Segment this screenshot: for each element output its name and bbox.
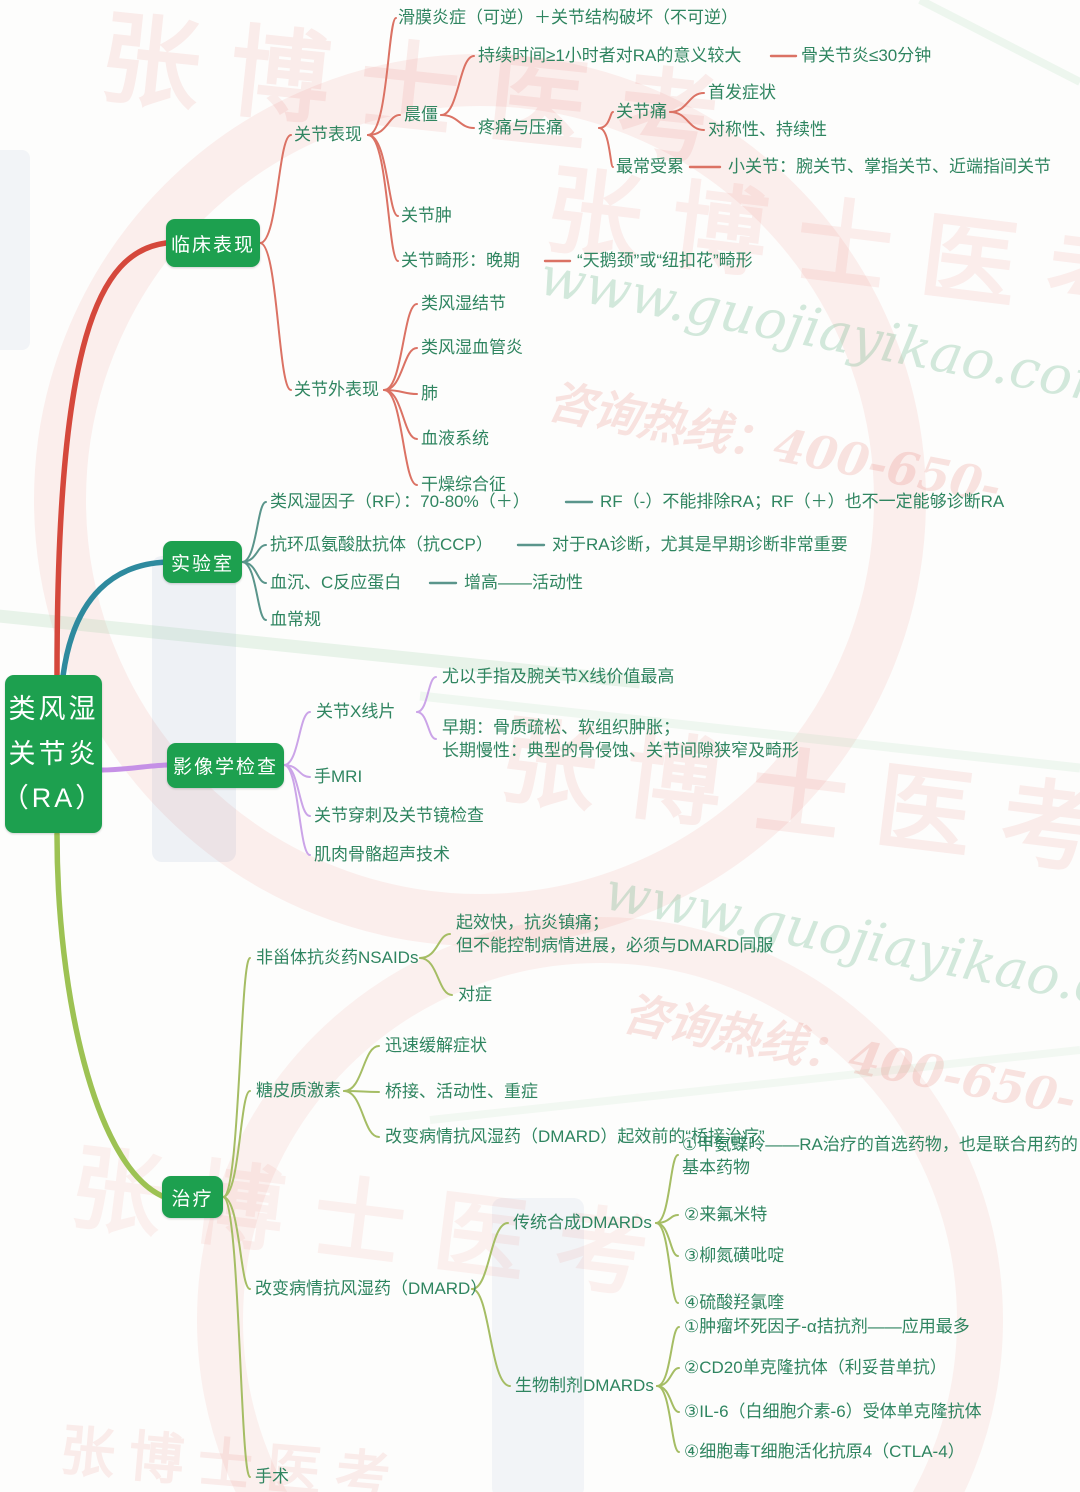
node-hand-mri[interactable]: 手MRI (314, 766, 363, 786)
node-arthrocentesis[interactable]: 关节穿刺及关节镜检查 (314, 805, 484, 825)
node-lung[interactable]: 肺 (421, 383, 438, 403)
node-esr-crp[interactable]: 血沉、C反应蛋白 (270, 572, 402, 592)
branch-lab[interactable]: 实验室 (163, 541, 242, 583)
node-xray[interactable]: 关节X线片 (316, 701, 396, 721)
node-joint-deformity[interactable]: 关节畸形：晚期 (401, 250, 520, 270)
node-stiffness-duration[interactable]: 持续时间≥1小时者对RA的意义较大 (478, 45, 742, 65)
node-rheumatoid-vasculitis[interactable]: 类风湿血管炎 (421, 337, 523, 357)
node-small-joints-note[interactable]: 小关节：腕关节、掌指关节、近端指间关节 (728, 156, 1051, 176)
node-anti-ccp[interactable]: 抗环瓜氨酸肽抗体（抗CCP） (270, 534, 493, 554)
nsaids-effect-line2: 但不能控制病情进展，必须与DMARD同服 (456, 935, 774, 955)
node-xray-value[interactable]: 尤以手指及腕关节X线价值最高 (442, 666, 675, 686)
node-steroid-bridge-therapy[interactable]: 改变病情抗风湿药（DMARD）起效前的“桥接治疗” (385, 1126, 765, 1146)
xray-early-finding: 早期：骨质疏松、软组织肿胀； (442, 718, 680, 737)
node-biologic-dmards[interactable]: 生物制剂DMARDs (515, 1375, 654, 1395)
node-sulfasalazine[interactable]: ③柳氮磺吡啶 (684, 1245, 785, 1265)
node-xray-findings[interactable]: 早期：骨质疏松、软组织肿胀； 长期慢性：典型的骨侵蚀、关节间隙狭窄及畸形 (442, 717, 872, 763)
node-hydroxychloroquine[interactable]: ④硫酸羟氯喹 (684, 1292, 785, 1312)
node-deformity-note[interactable]: “天鹅颈”或“纽扣花”畸形 (577, 250, 753, 270)
branch-clinical[interactable]: 临床表现 (166, 219, 260, 267)
node-joint-manifestation[interactable]: 关节表现 (294, 124, 362, 144)
node-synovitis-pathology[interactable]: 滑膜炎症（可逆）＋关节结构破坏（不可逆） (398, 7, 738, 27)
node-rf[interactable]: 类风湿因子（RF）：70-80%（＋） (270, 491, 530, 511)
node-surgery[interactable]: 手术 (255, 1466, 289, 1486)
node-cd20-antibody[interactable]: ②CD20单克隆抗体（利妥昔单抗） (684, 1357, 947, 1377)
node-pain-tenderness[interactable]: 疼痛与压痛 (478, 117, 563, 137)
node-tnf-antagonist[interactable]: ①肿瘤坏死因子-α拮抗剂——应用最多 (684, 1316, 970, 1336)
root-line-1: 类风湿 (8, 694, 99, 725)
node-il6-antibody[interactable]: ③IL-6（白细胞介素-6）受体单克隆抗体 (684, 1401, 982, 1421)
node-dmard[interactable]: 改变病情抗风湿药（DMARD） (255, 1278, 488, 1298)
node-glucocorticoid[interactable]: 糖皮质激素 (256, 1080, 341, 1100)
node-rheumatoid-nodule[interactable]: 类风湿结节 (421, 293, 506, 313)
root-node[interactable]: 类风湿 关节炎 （RA） (2, 675, 102, 833)
node-leflunomide[interactable]: ②来氟米特 (684, 1204, 768, 1224)
node-esr-crp-note[interactable]: 增高——活动性 (464, 572, 583, 592)
node-ultrasound[interactable]: 肌肉骨骼超声技术 (314, 844, 450, 864)
node-first-symptom[interactable]: 首发症状 (708, 82, 776, 102)
node-symmetry-persistence[interactable]: 对称性、持续性 (708, 119, 827, 139)
node-cbc[interactable]: 血常规 (270, 609, 321, 629)
node-joint-swelling[interactable]: 关节肿 (401, 205, 452, 225)
node-anti-ccp-note[interactable]: 对于RA诊断，尤其是早期诊断非常重要 (552, 534, 848, 554)
node-morning-stiffness[interactable]: 晨僵 (404, 104, 438, 124)
node-rf-note[interactable]: RF（-）不能排除RA；RF（＋）也不一定能够诊断RA (600, 491, 1005, 511)
branch-imaging[interactable]: 影像学检查 (167, 743, 284, 788)
node-steroid-rapid-relief[interactable]: 迅速缓解症状 (385, 1035, 487, 1055)
xray-late-finding: 长期慢性：典型的骨侵蚀、关节间隙狭窄及畸形 (442, 740, 799, 760)
node-traditional-dmards[interactable]: 传统合成DMARDs (513, 1212, 652, 1232)
node-nsaids[interactable]: 非甾体抗炎药NSAIDs (256, 947, 419, 967)
root-line-2: 关节炎 (8, 738, 99, 769)
node-arthralgia[interactable]: 关节痛 (616, 101, 667, 121)
branch-treatment[interactable]: 治疗 (162, 1176, 223, 1218)
node-methotrexate[interactable]: ①甲氨蝶呤——RA治疗的首选药物，也是联合用药的基本药物 (682, 1135, 1078, 1177)
node-blood-system[interactable]: 血液系统 (421, 428, 489, 448)
nsaids-effect-line1: 起效快，抗炎镇痛； (456, 913, 609, 932)
node-ctla4[interactable]: ④细胞毒T细胞活化抗原4（CTLA-4） (684, 1441, 965, 1461)
node-nsaids-effect[interactable]: 起效快，抗炎镇痛； 但不能控制病情进展，必须与DMARD同服 (456, 912, 886, 958)
node-osteoarthritis-note[interactable]: 骨关节炎≤30分钟 (801, 45, 932, 65)
node-most-involved[interactable]: 最常受累 (616, 156, 684, 176)
node-nsaids-indication[interactable]: 对症 (458, 984, 492, 1004)
root-line-3: （RA） (1, 783, 106, 814)
node-steroid-bridge[interactable]: 桥接、活动性、重症 (385, 1081, 538, 1101)
node-extraarticular[interactable]: 关节外表现 (294, 379, 379, 399)
node-sjogren-syndrome[interactable]: 干燥综合征 (421, 474, 506, 494)
